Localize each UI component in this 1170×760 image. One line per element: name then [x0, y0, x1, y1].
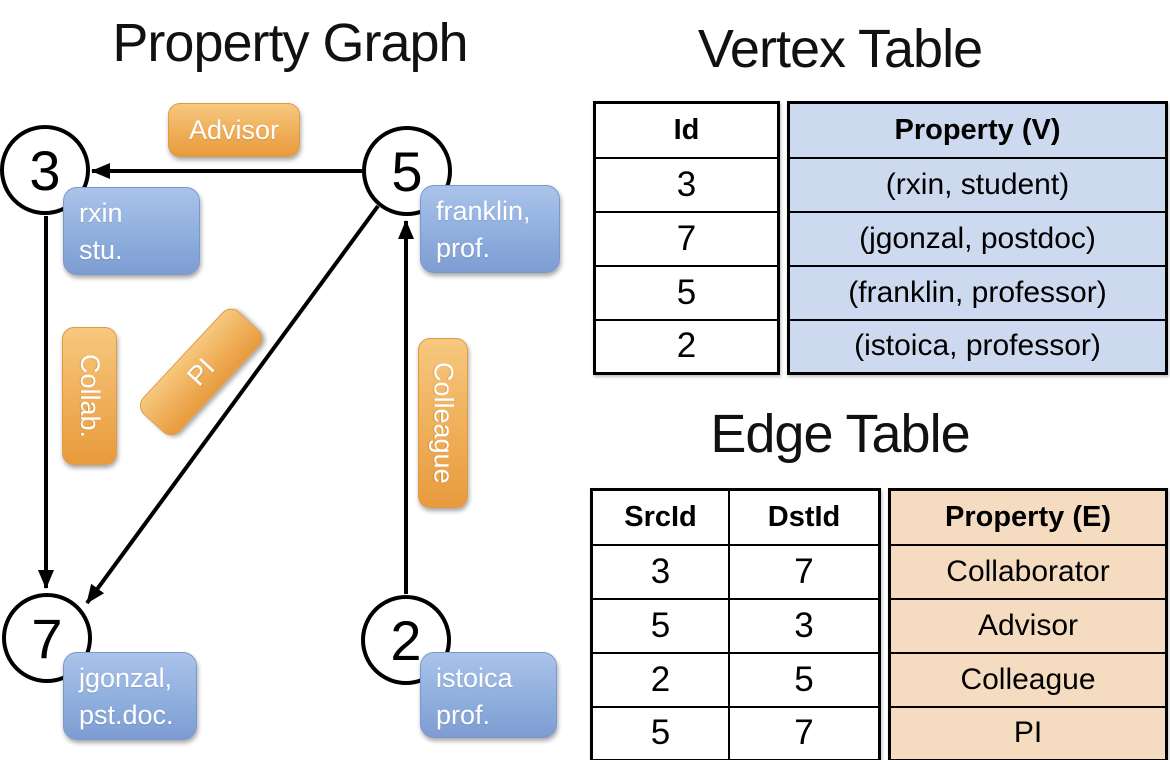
vertex-id-label: 7: [31, 606, 63, 670]
edge-table-cell: 7: [728, 705, 881, 760]
vertex-table-cell: (franklin, professor): [787, 264, 1168, 321]
edge-table-id-columns: SrcId DstId 3 7 5 3 2 5 5 7: [590, 488, 881, 760]
vertex-table-property-column: Property (V) (rxin, student) (jgonzal, p…: [787, 101, 1168, 375]
vertex-table-cell: 5: [593, 264, 780, 321]
edge-table-header-srcid: SrcId: [590, 488, 730, 546]
edge-label-colleague: Colleague: [418, 338, 468, 508]
vertex-property-line: jgonzal,: [79, 663, 173, 693]
vertex-property-line: rxin: [79, 198, 123, 228]
edge-table-cell: 5: [728, 651, 881, 708]
edge-label-text: Collab.: [75, 353, 105, 439]
vertex-id-label: 3: [29, 138, 61, 202]
vertex-property-line: franklin,: [436, 196, 531, 226]
vertex-property-box-istoica: istoica prof.: [420, 652, 557, 738]
property-graph-title: Property Graph: [112, 13, 468, 73]
vertex-table-cell: 3: [593, 156, 780, 213]
vertex-table-title: Vertex Table: [697, 19, 983, 79]
edge-table-cell: 5: [590, 597, 730, 654]
edge-label-text: Colleague: [428, 362, 459, 484]
vertex-circle-3: 3: [0, 125, 90, 215]
vertex-property-line: prof.: [436, 233, 491, 263]
edge-table-header-property: Property (E): [888, 488, 1168, 546]
edge-label-pi: PI: [134, 303, 268, 441]
vertex-property-box-jgonzal: jgonzal, pst.doc.: [63, 652, 197, 740]
vertex-table-cell: 2: [593, 318, 780, 375]
edge-table-cell: Colleague: [888, 651, 1168, 708]
vertex-id-label: 5: [391, 139, 423, 203]
edge-label-text: Advisor: [188, 114, 280, 145]
vertex-table-header-id: Id: [593, 101, 780, 159]
edge-table-cell: 5: [590, 705, 730, 760]
vertex-table-cell: 7: [593, 210, 780, 267]
vertex-property-line: stu.: [79, 235, 123, 265]
vertex-table-id-column: Id 3 7 5 2: [593, 101, 780, 375]
edge-label-advisor: Advisor: [168, 103, 300, 157]
edge-table-property-column: Property (E) Collaborator Advisor Collea…: [888, 488, 1168, 760]
edge-table-cell: Advisor: [888, 597, 1168, 654]
edge-label-collab: Collab.: [62, 327, 117, 465]
vertex-circle-5: 5: [362, 126, 452, 216]
edge-table-cell: Collaborator: [888, 543, 1168, 600]
edge-table-cell: 2: [590, 651, 730, 708]
vertex-property-line: istoica: [436, 663, 513, 693]
vertex-table-header-property: Property (V): [787, 101, 1168, 159]
vertex-id-label: 2: [390, 608, 422, 672]
edge-table-cell: 3: [590, 543, 730, 600]
edge-table-cell: 7: [728, 543, 881, 600]
edge-table-title: Edge Table: [710, 404, 970, 464]
vertex-table-cell: (jgonzal, postdoc): [787, 210, 1168, 267]
vertex-table-cell: (rxin, student): [787, 156, 1168, 213]
vertex-property-box-franklin: franklin, prof.: [420, 185, 560, 273]
edge-table-cell: 3: [728, 597, 881, 654]
vertex-property-box-rxin: rxin stu.: [63, 187, 200, 275]
edge-table-header-dstid: DstId: [728, 488, 881, 546]
vertex-property-line: prof.: [436, 700, 491, 730]
edge-table-cell: PI: [888, 705, 1168, 760]
vertex-table-cell: (istoica, professor): [787, 318, 1168, 375]
edge-label-text: PI: [180, 352, 221, 392]
vertex-property-line: pst.doc.: [79, 700, 174, 730]
